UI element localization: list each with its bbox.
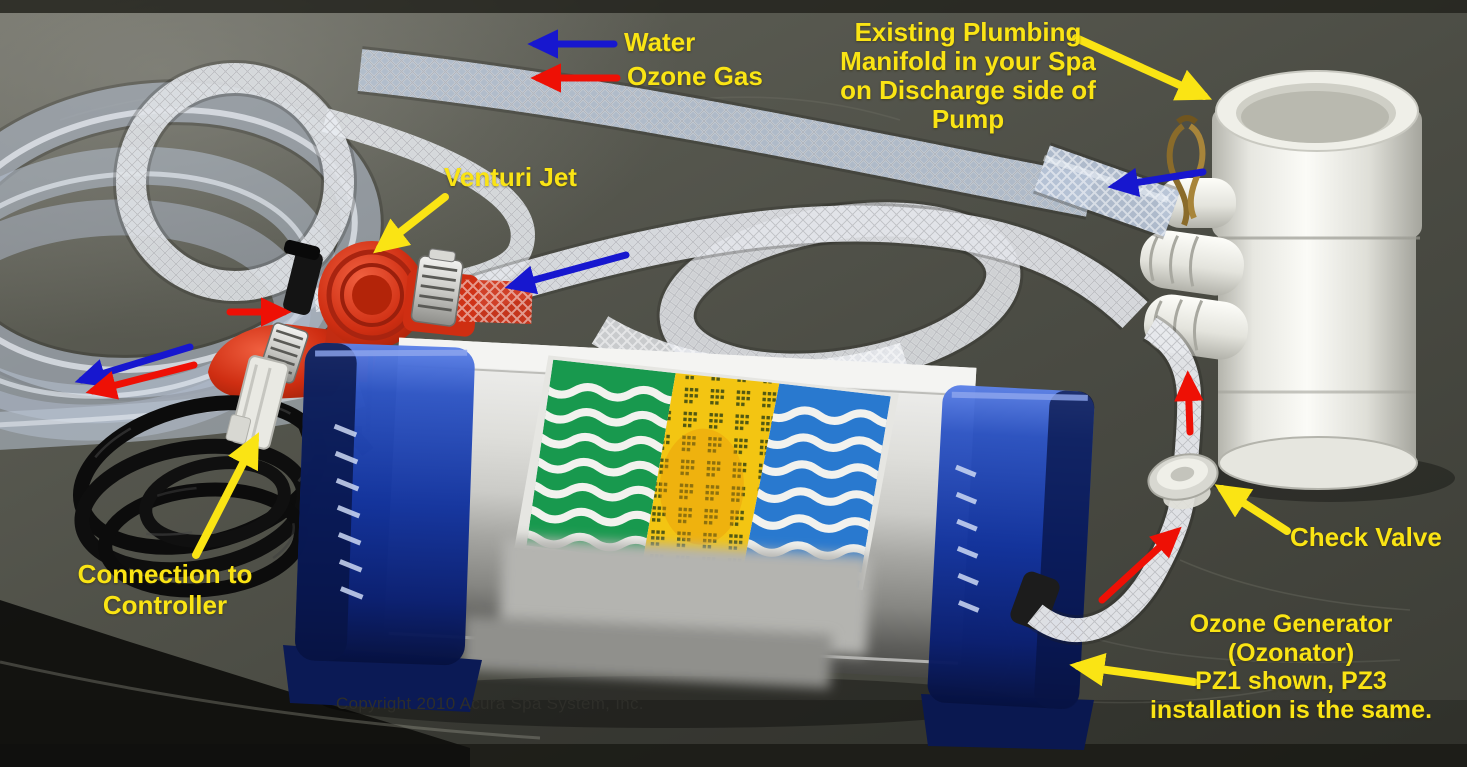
ozonator-callout-line: PZ1 shown, PZ3: [1195, 667, 1387, 695]
ozonator-callout-line: Ozone Generator: [1189, 610, 1393, 638]
connection-callout-line: Connection to: [77, 559, 253, 589]
manifold-inlet-hose: [1032, 142, 1182, 240]
connection-callout-line: Controller: [102, 590, 228, 620]
manifold-callout-line: Manifold in your Spa: [840, 46, 1096, 76]
venturi-callout-arrow: [373, 193, 449, 254]
legend-water-label: Water: [624, 27, 696, 57]
manifold-middle-barb: [1139, 230, 1245, 296]
check-valve: [1147, 453, 1219, 510]
generator-right-cap: [921, 385, 1095, 750]
connection-callout-arrow: [192, 432, 260, 559]
table-edge-highlight: [0, 660, 541, 740]
connection-callout-text: Connection to Controller: [40, 559, 290, 621]
generator-label: [461, 355, 905, 689]
table-edge-shadow: [0, 600, 470, 767]
label-blue-waves: [727, 383, 905, 590]
generator-body: [382, 337, 977, 689]
manifold-callout-text: Existing Plumbing Manifold in your Spa o…: [786, 18, 1150, 134]
ozonator-callout-line: (Ozonator): [1227, 638, 1355, 667]
manifold-callout-line: Existing Plumbing: [854, 17, 1082, 47]
manifold-callout-line: on Discharge side of: [840, 75, 1096, 105]
ozone-flow-arrows: [85, 63, 1204, 604]
generator-left-cap: [283, 342, 482, 712]
label-green-waves: [510, 359, 688, 561]
venturi-callout-text: Venturi Jet: [444, 162, 577, 192]
water-supply-tube: [357, 46, 1095, 220]
check-valve-callout-arrow: [1214, 484, 1291, 535]
red-mesh-tube-section: [447, 279, 533, 324]
plumbing-manifold: [1139, 70, 1455, 502]
check-valve-callout-text: Check Valve: [1290, 522, 1442, 552]
ozonator-callout-text: Ozone Generator (Ozonator) PZ1 shown, PZ…: [1112, 610, 1467, 724]
flow-arrows: [74, 29, 1207, 604]
ozonator-callout-line: installation is the same.: [1149, 695, 1433, 724]
legend-ozone-gas-label: Ozone Gas: [627, 61, 763, 91]
ozone-generator: [283, 337, 1095, 750]
label-yellow-band: [642, 373, 780, 572]
ozonator-callout-arrow: [1069, 652, 1198, 687]
manifold-callout-line: Pump: [931, 104, 1005, 134]
manifold-callout-arrow: [1072, 34, 1213, 101]
hose-clamp: [410, 248, 464, 327]
venturi-gas-barb: [283, 239, 323, 315]
copyright-text: Copyright 2010 Acura Spa System, Inc.: [336, 694, 644, 713]
callout-arrows: [192, 34, 1291, 687]
